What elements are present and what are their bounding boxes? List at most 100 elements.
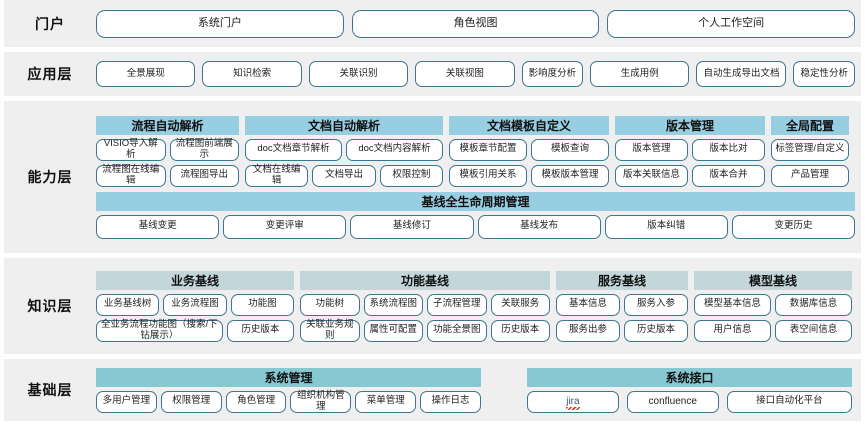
layer-portal: 门户 系统门户 角色视图 个人工作空间: [4, 0, 861, 47]
layer-body-application: 全景展现 知识检索 关联识别 关联视图 影响度分析 生成用例 自动生成导出文档 …: [96, 55, 861, 93]
app-item-4[interactable]: 影响度分析: [521, 61, 584, 87]
kn-svc-1-0[interactable]: 服务出参: [556, 319, 620, 342]
group-row: 模型基本信息 数据库信息: [694, 293, 852, 316]
capability-lifecycle: 基线全生命周期管理 基线变更 变更评审 基线修订 基线发布 版本纠错 变更历史: [96, 191, 856, 239]
layer-capability: 能力层 流程自动解析 VISIO导入解析 流程图前端展示 流程图在线编辑 流程图…: [4, 101, 861, 253]
layer-label-knowledge: 知识层: [27, 298, 73, 314]
kn-mdl-1-0[interactable]: 用户信息: [694, 319, 771, 342]
group-row: 产品管理: [771, 164, 849, 187]
kn-mdl-0-1[interactable]: 数据库信息: [775, 293, 852, 316]
kn-biz-1-0[interactable]: 全业务流程功能图（搜索/下钻展示）: [96, 319, 223, 342]
application-items: 全景展现 知识检索 关联识别 关联视图 影响度分析 生成用例 自动生成导出文档 …: [96, 61, 855, 87]
layer-label-capability: 能力层: [27, 169, 73, 185]
fd-sys-1[interactable]: 权限管理: [160, 390, 222, 413]
group-title-doc: 文档自动解析: [245, 115, 443, 135]
kn-biz-0-1[interactable]: 业务流程图: [163, 293, 227, 316]
layer-body-knowledge: 业务基线 业务基线树 业务流程图 功能图 全业务流程功能图（搜索/下钻展示） 历…: [96, 265, 861, 348]
cap-tpl-1-0[interactable]: 模板引用关系: [449, 164, 527, 187]
cap-ver-0-1[interactable]: 版本比对: [692, 138, 765, 161]
fd-sys-2[interactable]: 角色管理: [225, 390, 287, 413]
app-item-5[interactable]: 生成用例: [590, 61, 690, 87]
layer-label-application: 应用层: [27, 66, 73, 82]
fd-sys-3[interactable]: 组织机构管理: [290, 390, 352, 413]
kn-fun-1-2[interactable]: 功能全景图: [427, 319, 487, 342]
capability-group-doc: 文档自动解析 doc文档章节解析 doc文档内容解析 文档在线编辑 文档导出 权…: [245, 115, 443, 187]
cap-flow-1-1[interactable]: 流程图导出: [169, 164, 239, 187]
group-row: 功能树 系统流程图 子流程管理 关联服务: [300, 293, 550, 316]
lifecycle-item-1[interactable]: 变更评审: [223, 214, 347, 239]
fd-sys-5[interactable]: 操作日志: [420, 390, 481, 413]
cap-doc-1-0[interactable]: 文档在线编辑: [245, 164, 309, 187]
cap-glb-1-0[interactable]: 产品管理: [771, 164, 849, 187]
kn-svc-0-0[interactable]: 基本信息: [556, 293, 620, 316]
lifecycle-item-2[interactable]: 基线修订: [350, 214, 474, 239]
group-title-service: 服务基线: [556, 270, 688, 290]
app-item-6[interactable]: 自动生成导出文档: [696, 61, 787, 87]
cap-ver-1-1[interactable]: 版本合并: [692, 164, 765, 187]
kn-fun-0-3[interactable]: 关联服务: [490, 293, 550, 316]
layer-label-foundation: 基础层: [27, 382, 73, 398]
cap-doc-0-1[interactable]: doc文档内容解析: [346, 138, 443, 161]
cap-tpl-0-0[interactable]: 模板章节配置: [449, 138, 527, 161]
portal-item-2[interactable]: 个人工作空间: [607, 9, 856, 38]
app-item-3[interactable]: 关联视图: [415, 61, 515, 87]
group-row: 模板章节配置 模板查询: [449, 138, 609, 161]
group-row: 多用户管理 权限管理 角色管理 组织机构管理 菜单管理 操作日志: [96, 390, 481, 413]
fd-int-confluence[interactable]: confluence: [626, 390, 719, 413]
fd-sys-0[interactable]: 多用户管理: [96, 390, 157, 413]
knowledge-group-model: 模型基线 模型基本信息 数据库信息 用户信息 表空间信息: [694, 270, 852, 342]
portal-item-1[interactable]: 角色视图: [351, 9, 600, 38]
cap-doc-1-1[interactable]: 文档导出: [312, 164, 376, 187]
layer-body-capability: 流程自动解析 VISIO导入解析 流程图前端展示 流程图在线编辑 流程图导出 文…: [96, 110, 861, 245]
fd-int-api-platform[interactable]: 接口自动化平台: [726, 390, 853, 413]
group-row: 用户信息 表空间信息: [694, 319, 852, 342]
group-title-global: 全局配置: [771, 115, 849, 135]
knowledge-groups: 业务基线 业务基线树 业务流程图 功能图 全业务流程功能图（搜索/下钻展示） 历…: [96, 270, 855, 342]
layer-body-portal: 系统门户 角色视图 个人工作空间: [96, 4, 861, 44]
app-item-7[interactable]: 稳定性分析: [793, 61, 855, 87]
kn-mdl-1-1[interactable]: 表空间信息: [775, 319, 852, 342]
cap-flow-0-0[interactable]: VISIO导入解析: [96, 138, 166, 161]
kn-mdl-0-0[interactable]: 模型基本信息: [694, 293, 771, 316]
lifecycle-item-0[interactable]: 基线变更: [96, 214, 220, 239]
cap-doc-0-0[interactable]: doc文档章节解析: [245, 138, 342, 161]
app-item-2[interactable]: 关联识别: [308, 61, 409, 87]
capability-group-version: 版本管理 版本管理 版本比对 版本关联信息 版本合并: [615, 115, 765, 187]
kn-fun-0-2[interactable]: 子流程管理: [427, 293, 487, 316]
kn-svc-1-1[interactable]: 历史版本: [624, 319, 688, 342]
fd-int-jira[interactable]: jira: [527, 390, 619, 413]
lifecycle-item-4[interactable]: 版本纠错: [604, 214, 728, 239]
layer-label-portal: 门户: [35, 15, 65, 32]
cap-glb-0-0[interactable]: 标签管理/自定义: [771, 138, 849, 161]
app-item-0[interactable]: 全景展现: [96, 61, 196, 87]
group-row: 流程图在线编辑 流程图导出: [96, 164, 239, 187]
cap-tpl-1-1[interactable]: 模板版本管理: [531, 164, 609, 187]
kn-fun-1-3[interactable]: 历史版本: [490, 319, 550, 342]
layer-foundation: 基础层 系统管理 多用户管理 权限管理 角色管理 组织机构管理 菜单管理 操作日…: [4, 359, 861, 421]
lifecycle-item-5[interactable]: 变更历史: [731, 214, 856, 239]
kn-biz-0-0[interactable]: 业务基线树: [96, 293, 160, 316]
cap-doc-1-2[interactable]: 权限控制: [379, 164, 443, 187]
app-item-1[interactable]: 知识检索: [202, 61, 302, 87]
layer-application: 应用层 全景展现 知识检索 关联识别 关联视图 影响度分析 生成用例 自动生成导…: [4, 52, 861, 96]
cap-flow-0-1[interactable]: 流程图前端展示: [169, 138, 239, 161]
group-row: doc文档章节解析 doc文档内容解析: [245, 138, 443, 161]
fd-sys-4[interactable]: 菜单管理: [355, 390, 417, 413]
cap-tpl-0-1[interactable]: 模板查询: [531, 138, 609, 161]
kn-svc-0-1[interactable]: 服务入参: [624, 293, 688, 316]
kn-fun-1-0[interactable]: 关联业务规则: [300, 319, 360, 342]
kn-biz-0-2[interactable]: 功能图: [230, 293, 294, 316]
cap-flow-1-0[interactable]: 流程图在线编辑: [96, 164, 166, 187]
cap-ver-0-0[interactable]: 版本管理: [615, 138, 688, 161]
group-title-sysadmin: 系统管理: [96, 367, 481, 387]
kn-fun-0-0[interactable]: 功能树: [300, 293, 360, 316]
lifecycle-item-3[interactable]: 基线发布: [477, 214, 601, 239]
cap-ver-1-0[interactable]: 版本关联信息: [615, 164, 688, 187]
kn-biz-1-1[interactable]: 历史版本: [226, 319, 294, 342]
kn-fun-0-1[interactable]: 系统流程图: [363, 293, 423, 316]
portal-item-0[interactable]: 系统门户: [96, 9, 344, 38]
group-row: VISIO导入解析 流程图前端展示: [96, 138, 239, 161]
jira-logo: jira: [566, 395, 580, 411]
kn-fun-1-1[interactable]: 属性可配置: [363, 319, 423, 342]
knowledge-group-function: 功能基线 功能树 系统流程图 子流程管理 关联服务 关联业务规则 属性可配置 功…: [300, 270, 550, 342]
